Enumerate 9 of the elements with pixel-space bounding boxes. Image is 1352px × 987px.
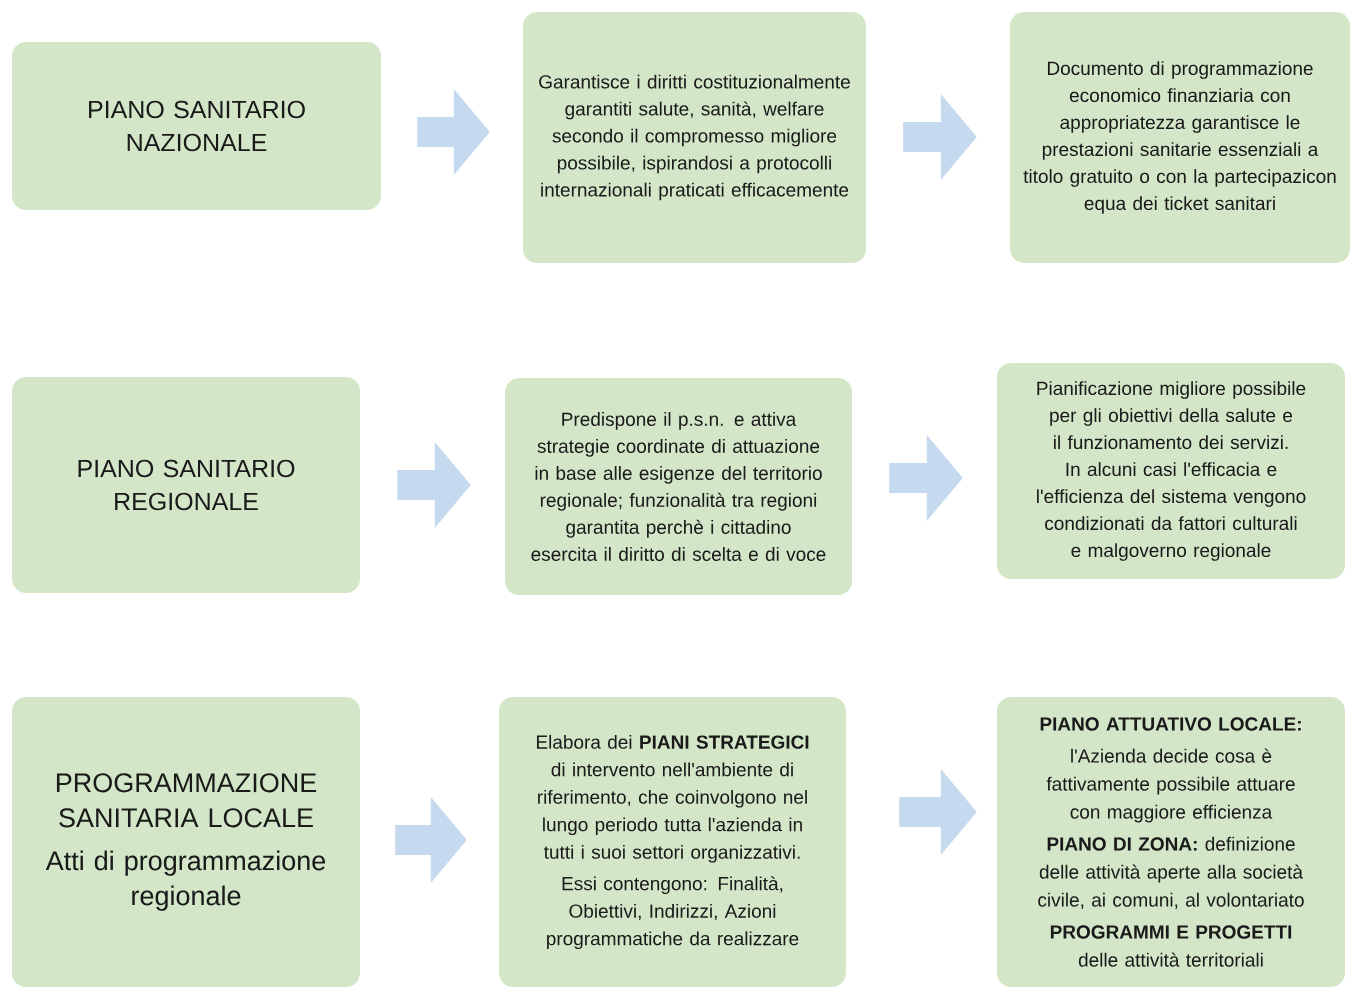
description-box: Predispone il p.s.n. e attiva strategie coordinate di attuazione in base alle esigenze del territorio regionale; funzionalità tra regioni garantita perchè i cittadino esercita il diritto di scelta e di voce xyxy=(505,378,852,595)
description-box: Garantisce i diritti costituzionalmente garantiti salute, sanità, welfare secondo il compromesso migliore possibile, ispirandosi a protocolli internazionali praticati efficacemente xyxy=(523,12,866,263)
title-box: PIANO SANITARIO REGIONALE xyxy=(12,377,360,593)
description-box: PIANO ATTUATIVO LOCALE: l'Azienda decide cosa è fattivamente possibile attuare con maggiore efficienza PIANO DI ZONA: definizione delle attività aperte alla società civile, ai comuni, al volontariato PROGRAMMI E PROGETTI delle attività territoriali xyxy=(997,697,1345,987)
title-box: PIANO SANITARIO NAZIONALE xyxy=(12,42,381,210)
description-box: Documento di programmazione economico finanziaria con appropriatezza garantisce le prestazioni sanitarie essenziali a titolo gratuito o con la partecipazicon equa dei ticket sanitari xyxy=(1010,12,1350,263)
description-box: Pianificazione migliore possibile per gli obiettivi della salute e il funzionamento dei servizi. In alcuni casi l'efficacia e l'efficienza del sistema vengono condizionati da fattori culturali e malgoverno regionale xyxy=(997,363,1345,579)
description-box: Elabora dei PIANI STRATEGICI di intervento nell'ambiente di riferimento, che coinvolgono nel lungo periodo tutta l'azienda in tutti i suoi settori organizzativi. Essi contengono: Finalità, Obiettivi, Indirizzi, Azioni programmatiche da realizzare xyxy=(499,697,846,987)
title-box: PROGRAMMAZIONE SANITARIA LOCALE Atti di programmazione regionale xyxy=(12,697,360,987)
